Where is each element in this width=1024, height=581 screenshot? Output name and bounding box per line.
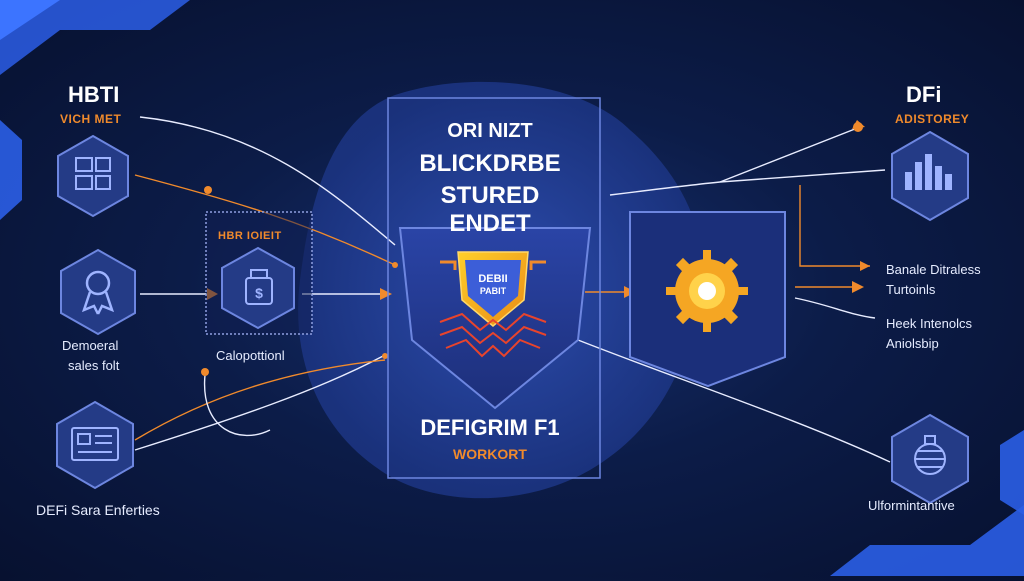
gear-icon [666, 250, 748, 332]
arrow-head [380, 288, 392, 300]
line-caption-to-center [203, 374, 271, 437]
line-right-branch [799, 185, 870, 267]
corner-decoration-left-edge [0, 120, 22, 220]
arrow-head [860, 261, 870, 271]
center-line2: BLICKDRBE [419, 150, 561, 177]
dollar-sign: $ [255, 285, 263, 301]
medal-icon [81, 270, 115, 315]
center-frame [387, 97, 601, 479]
line-hbti-to-center [139, 116, 396, 246]
right-title: DFi [906, 82, 942, 107]
wave-decoration [439, 312, 547, 358]
dashboard-icon [75, 157, 111, 190]
line-gear-to-label2 [794, 297, 876, 319]
bar-chart-icon [905, 154, 952, 190]
left-node-1[interactable] [57, 134, 129, 218]
left-title: HBTI [68, 82, 120, 107]
right-node-2[interactable] [891, 413, 969, 505]
right-label1-line1: Banale Ditraless [886, 262, 981, 277]
line-right-top-b [719, 169, 886, 183]
center-bottom-title: DEFIGRIM F1 [420, 415, 560, 440]
line-center-to-right-top [609, 181, 721, 196]
right-node2-label: Ulformintantive [868, 498, 955, 513]
right-label2-line1: Heek Intenolcs [886, 316, 972, 331]
corner-decoration-top-left-inner [0, 0, 60, 40]
globe-icon [914, 435, 946, 475]
money-bag-icon [245, 269, 273, 305]
center-line4: ENDET [449, 210, 531, 237]
arrow-head [852, 281, 864, 293]
corner-decoration-top-left [0, 0, 190, 75]
right-node-1[interactable] [891, 130, 969, 222]
right-subtitle: ADISTOREY [895, 112, 970, 126]
left-node3-label: DEFi Sara Enferties [36, 502, 160, 518]
line-node3-to-center-a [134, 354, 386, 451]
left-node2-label-line2: sales folt [68, 358, 120, 373]
middle-box-title: HBR IOIEIT [218, 230, 282, 242]
badge-text-line2: PABIT [480, 286, 507, 296]
right-label1-line2: Turtoinls [886, 282, 936, 297]
connector-dot [201, 368, 209, 376]
badge-text-line1: DEBII [478, 273, 507, 285]
corner-decoration-bottom-right [830, 505, 1024, 576]
center-line1: ORI NIZT [447, 120, 533, 142]
connector-markers [201, 120, 870, 376]
line-center-to-globe [577, 339, 891, 463]
right-label2-line2: Aniolsbip [886, 336, 939, 351]
left-node-3[interactable] [56, 400, 134, 490]
corner-decoration-right-edge [1000, 430, 1024, 515]
left-subtitle: VICH MET [60, 112, 122, 126]
center-line3: STURED [440, 182, 540, 209]
line-node3-to-center-b [134, 359, 386, 441]
center-bottom-subtitle: WORKORT [453, 446, 527, 462]
connector-dot [204, 186, 212, 194]
line-right-top-a [719, 126, 861, 183]
middle-box-node[interactable]: $ [221, 246, 295, 330]
document-icon [71, 427, 119, 461]
left-node-2[interactable] [60, 248, 136, 336]
middle-box-caption: Calopottionl [216, 348, 285, 363]
left-node2-label-line1: Demoeral [62, 338, 119, 353]
connector-dot [853, 122, 863, 132]
connector-dot [392, 262, 398, 268]
shield-icon [440, 251, 546, 327]
connector-dot [382, 353, 388, 359]
